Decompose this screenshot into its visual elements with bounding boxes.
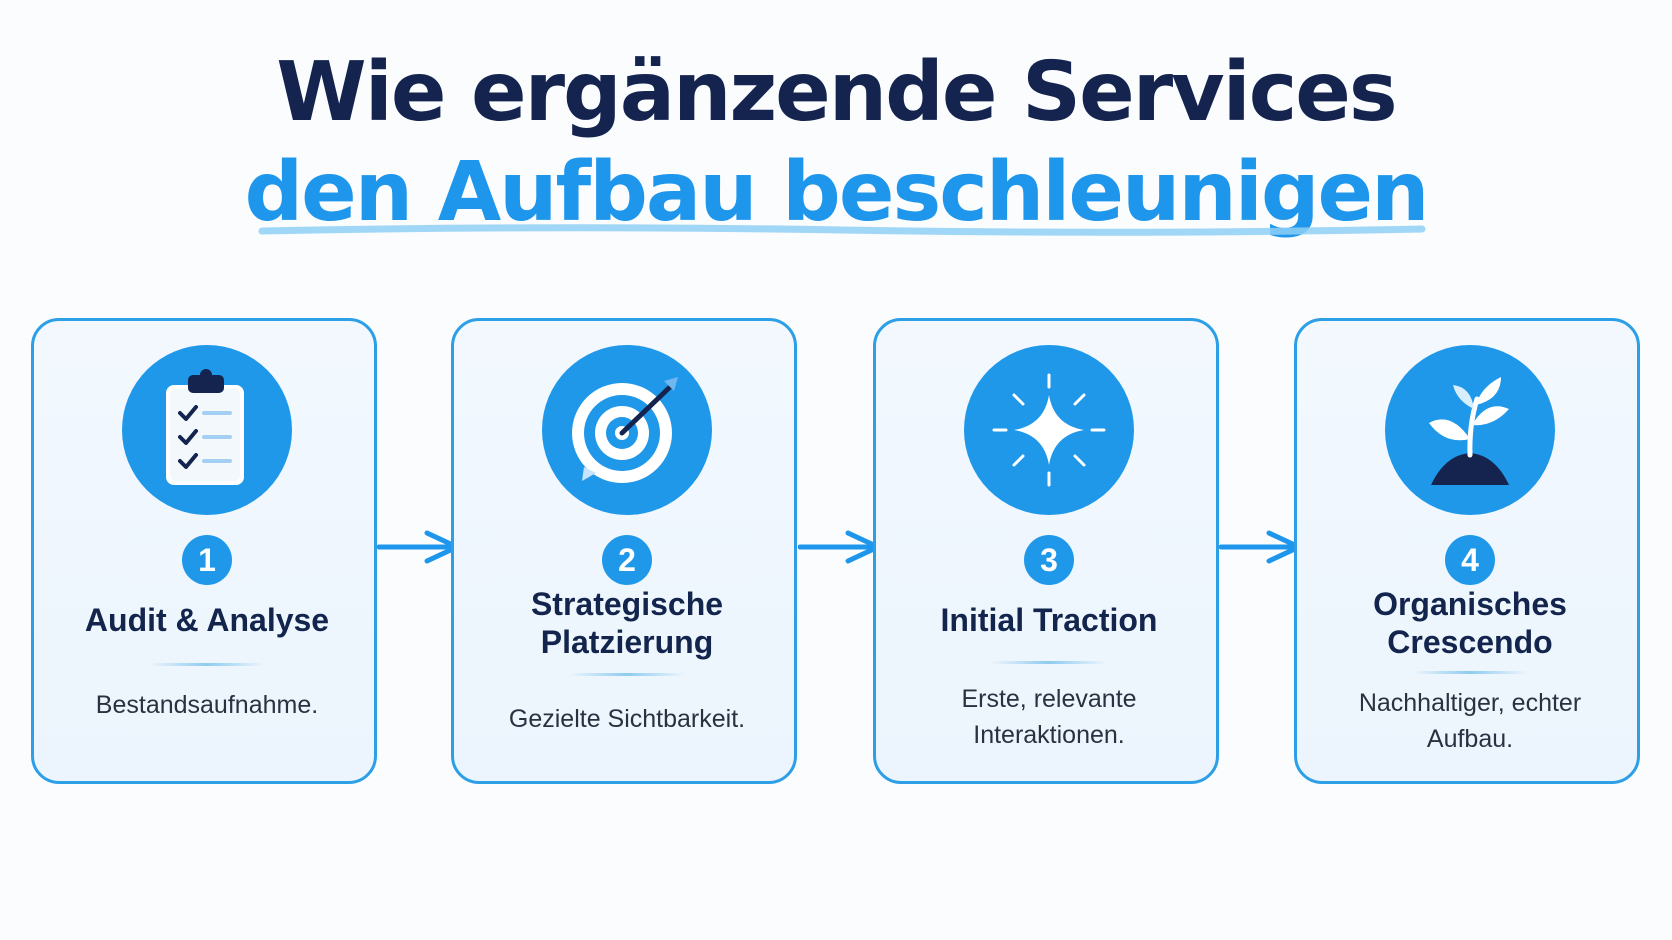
step-description: Nachhaltiger, echter Aufbau. [1358, 689, 1582, 753]
step-card-1: 1 Audit & Analyse Bestandsaufnahme. [31, 318, 377, 784]
step-description: Bestandsaufnahme. [95, 691, 319, 719]
step-card-4: 4 Organisches Crescendo Nachhaltiger, ec… [1294, 318, 1640, 784]
step-number-badge: 1 [182, 535, 232, 585]
step-divider [1412, 671, 1528, 674]
step-card-2: 2 Strategische Platzierung Gezielte Sich… [451, 318, 797, 784]
title-underline [258, 224, 1426, 236]
target-arrow-icon [542, 345, 712, 515]
step-number-badge: 3 [1024, 535, 1074, 585]
clipboard-checklist-icon [122, 345, 292, 515]
step-number-badge: 4 [1445, 535, 1495, 585]
step-divider [991, 661, 1107, 664]
step-title: Organisches Crescendo [1373, 586, 1567, 660]
page-title: Wie ergänzende Services [276, 45, 1397, 140]
step-title: Audit & Analyse [84, 602, 330, 638]
step-title: Initial Traction [940, 602, 1158, 638]
sprout-plant-icon [1385, 345, 1555, 515]
page-subtitle: den Aufbau beschleunigen [244, 145, 1429, 240]
step-card-3: 3 Initial Traction Erste, relevante Inte… [873, 318, 1219, 784]
step-title: Strategische Platzierung [530, 586, 724, 660]
step-divider [149, 663, 265, 666]
step-number-badge: 2 [602, 535, 652, 585]
sparkle-star-icon [964, 345, 1134, 515]
step-divider [569, 673, 685, 676]
step-description: Gezielte Sichtbarkeit. [508, 705, 746, 733]
step-description: Erste, relevante Interaktionen. [961, 685, 1137, 749]
